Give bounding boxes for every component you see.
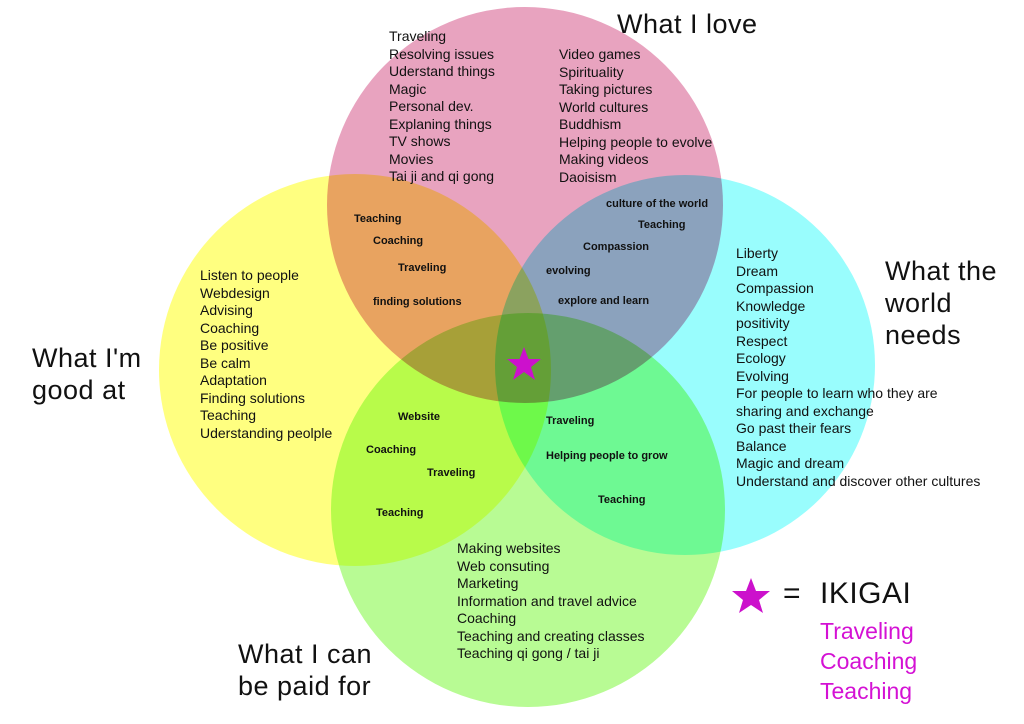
overlap-item: Teaching — [354, 213, 402, 225]
title-love: What I love — [617, 9, 758, 39]
overlap-item: Traveling — [398, 262, 447, 274]
overlap-item: Traveling — [427, 467, 476, 479]
overlap-item: culture of the world — [606, 198, 709, 210]
overlap-item: Coaching — [373, 235, 424, 247]
legend-ikigai-label: IKIGAI — [820, 577, 912, 610]
overlap-item: Helping people to grow — [546, 450, 668, 462]
overlap-item: Compassion — [583, 241, 650, 253]
overlap-item: finding solutions — [373, 296, 462, 308]
legend-equals: = — [783, 577, 802, 610]
overlap-item: Coaching — [366, 444, 417, 456]
overlap-item: Teaching — [638, 219, 686, 231]
overlap-item: Website — [398, 411, 440, 423]
overlap-item: Teaching — [376, 507, 424, 519]
overlap-item: Teaching — [598, 494, 646, 506]
overlap-item: explore and learn — [558, 295, 650, 307]
legend-star-icon — [732, 578, 770, 613]
circle-paid-for — [331, 313, 725, 707]
ikigai-star-icon — [507, 347, 541, 380]
overlap-item: Traveling — [546, 415, 595, 427]
overlap-item: evolving — [546, 265, 591, 277]
